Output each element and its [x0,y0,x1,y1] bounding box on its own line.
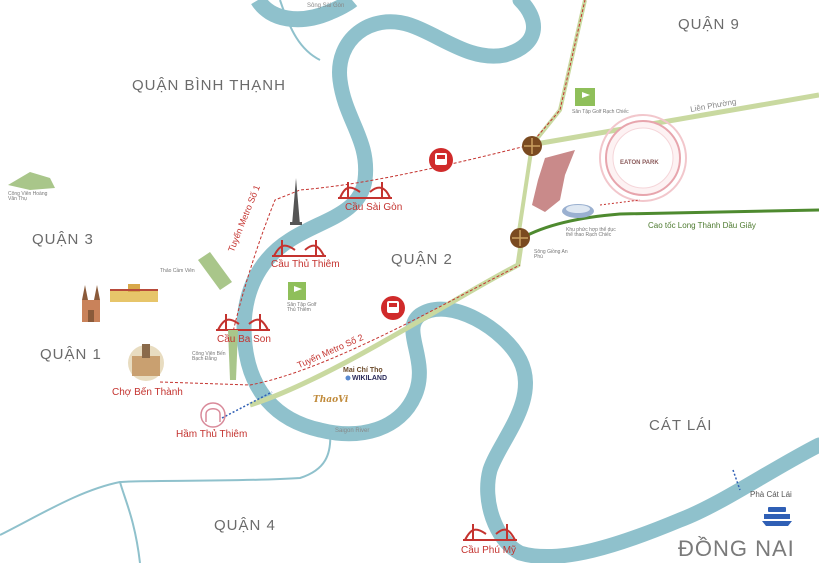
district-label-q4: QUẬN 4 [214,517,276,534]
district-label-cat-lai: CÁT LÁI [649,417,713,434]
eaton-park-dashed [599,199,641,206]
label-rach-chiec-complex: Khu phức hợp thể dục thể thao Rạch Chiếc [566,227,616,238]
saigon-river [251,0,358,28]
label-cv-hoang-van-thu: Công Viên Hoàng Văn Thụ [8,191,48,202]
place-label-pha-cat-lai: Phà Cát Lái [750,490,792,499]
district-label-q9: QUẬN 9 [678,16,740,33]
bridge-label-phu-my: Cầu Phú Mỹ [461,545,517,556]
brand-mai-chi-tho: Mai Chí Thọ [343,367,383,374]
saigon-river-main [236,0,819,563]
wikiland-logo-icon [345,375,351,381]
bridge-icon [272,240,326,257]
park-thao-cam-vien [198,252,232,290]
canal-ben-nghe [119,481,141,563]
eaton-park-ring-outer [599,114,687,202]
road-label-song-sai-gon: Sông Sài Gòn [307,3,345,9]
label-song-ray-an-phu: Sông Giồng An Phú [534,249,568,260]
district-label-q1: QUẬN 1 [40,346,102,363]
market-icon [128,344,164,381]
park-bach-dang [228,330,238,380]
metro-icon [429,148,453,172]
golf-flag-icon [288,282,306,300]
park-hoang-van-thu [8,172,55,190]
label-golf-thu-thiem: Sân Tập Golf Thủ Thiêm [287,302,317,313]
district-label-dong-nai: ĐỒNG NAI [678,536,795,561]
landmark-tower-icon [290,178,302,225]
road-label-saigon-river: Saigon River [335,428,370,434]
ferry-line [732,469,741,491]
tunnel-line [221,391,273,419]
bridge-icon [463,524,517,541]
place-label-cho-ben-thanh: Chợ Bến Thành [112,387,183,398]
golf-flag-icon [575,88,595,106]
mai-chi-tho-road [249,237,525,408]
tunnel-icon [200,402,226,428]
city-hall-icon [110,284,158,302]
ferry-icon [762,507,792,526]
eaton-park-ring-inner [612,127,674,189]
bridge-label-ba-son: Cầu Ba Son [217,334,271,345]
eaton-park-logo: EATON PARK [620,160,659,166]
bridge-icon [216,314,270,331]
bridge-icon [338,182,392,199]
district-label-binh-thanh: QUẬN BÌNH THẠNH [132,77,286,94]
metro-line-2 [159,264,521,386]
junction-node-north [522,136,542,156]
district-label-q2: QUẬN 2 [391,251,453,268]
junction-node-south [510,228,530,248]
bridge-label-sai-gon: Cầu Sài Gòn [345,202,403,213]
brand-wikiland: WIKILAND [352,375,387,382]
label-golf-rach-chiec: Sân Tập Golf Rạch Chiếc [572,109,629,115]
place-label-ham-thu-thiem: Hầm Thủ Thiêm [176,429,248,440]
label-cv-bach-dang: Công Viên Bến Bạch Đằng [192,351,226,362]
road-label-cao-toc: Cao tốc Long Thành Dầu Giây [648,221,756,230]
cathedral-icon [82,285,100,322]
lien-phuong-road [529,92,819,148]
eaton-park-plot [532,150,575,212]
metro-line-1 [229,0,586,346]
canal-south [0,429,332,536]
canal-west [279,0,321,61]
bridge-label-thu-thiem: Cầu Thủ Thiêm [271,259,340,270]
brand-thao-vi: ThaoVi [313,395,349,405]
metro-icon [381,296,405,320]
label-thao-cam-vien: Thảo Cầm Viên [160,268,195,274]
stadium-icon [562,204,594,218]
district-label-q3: QUẬN 3 [32,231,94,248]
